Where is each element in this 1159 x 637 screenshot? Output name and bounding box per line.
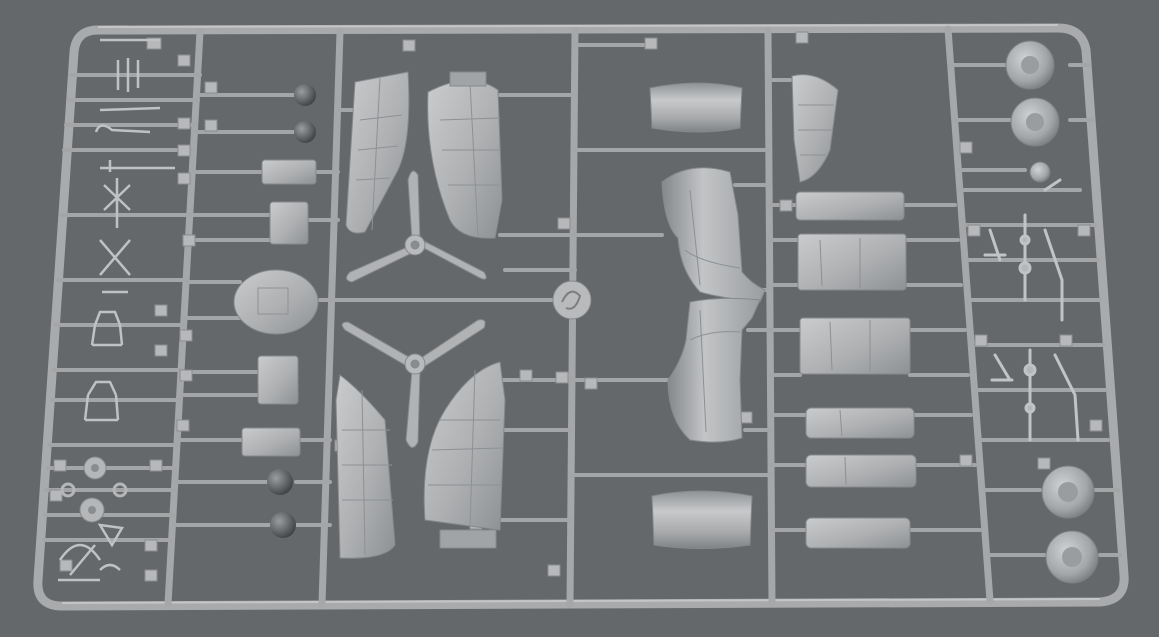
emblem-disc: [552, 280, 592, 320]
propeller-top: [346, 170, 487, 283]
cowling-bottom: [651, 490, 753, 549]
cowling-top: [649, 82, 743, 133]
flap-panel-lines: [819, 238, 871, 486]
flap-panels: [795, 191, 917, 549]
tail-panel-bottom-left: [335, 374, 396, 559]
part-number-tabs: [49, 31, 1103, 582]
sprue-frame-highlight: [61, 24, 1101, 604]
tail-panel-top-left: [345, 71, 410, 234]
landing-gear-struts: [983, 178, 1080, 442]
dark-balls: [267, 84, 316, 538]
small-round-parts-left: [60, 456, 128, 523]
fuselage-half-top: [661, 167, 766, 303]
small-parts-left: [58, 38, 175, 582]
oval-panel-part: [233, 269, 319, 335]
tail-panel-top-right: [427, 71, 503, 239]
sprue-frame: [33, 23, 1129, 611]
propeller-bottom: [341, 319, 486, 448]
tail-panel-bottom-right: [423, 361, 506, 549]
wheels: [1005, 40, 1099, 584]
rudder-part: [791, 74, 839, 183]
fuselage-half-bottom: [667, 297, 761, 443]
box-parts: [241, 159, 317, 457]
